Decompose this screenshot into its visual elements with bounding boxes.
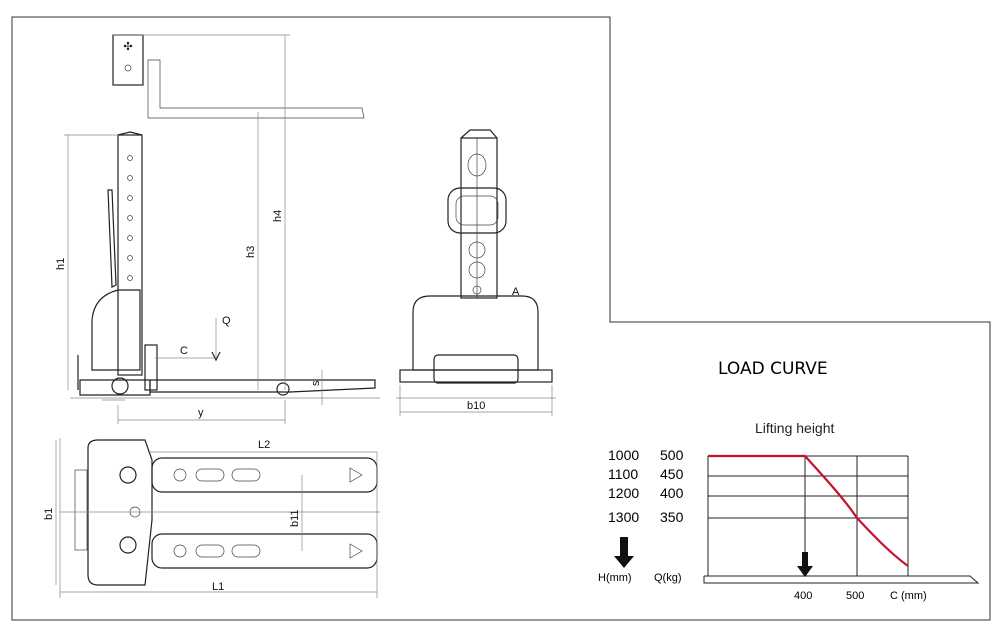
dim-s: s	[310, 380, 322, 386]
dim-h1: h1	[55, 258, 67, 270]
h-axis-label: H(mm)	[598, 572, 632, 584]
top-view: L2 L1 b1 b11	[43, 438, 380, 598]
drive-wheel	[111, 377, 129, 395]
label-a: A	[512, 286, 520, 298]
height-label-1300: 1300	[608, 509, 639, 525]
x-axis-label: C (mm)	[890, 590, 927, 602]
dim-q: Q	[222, 315, 231, 327]
tiller-handle	[107, 189, 117, 288]
drive-wheel-top	[119, 536, 137, 554]
load-label-350: 350	[660, 509, 684, 525]
raised-fork	[147, 59, 365, 119]
side-view: ✣ h1 h3 h4	[55, 34, 380, 424]
front-mast	[460, 137, 498, 299]
top-body	[87, 439, 153, 586]
x-axis	[703, 575, 980, 584]
dim-b11: b11	[289, 509, 301, 527]
q-axis-label: Q(kg)	[654, 572, 682, 584]
c-arrow-icon	[797, 552, 813, 577]
load-curve-title: LOAD CURVE	[718, 359, 828, 379]
height-label-1000: 1000	[608, 447, 639, 463]
load-label-450: 450	[660, 466, 684, 482]
mast	[117, 134, 143, 376]
load-label-500: 500	[660, 447, 684, 463]
dim-h4: h4	[272, 210, 284, 222]
dim-b1: b1	[43, 508, 55, 520]
dim-h3: h3	[245, 246, 257, 258]
fork	[149, 379, 376, 393]
load-curve-line	[708, 454, 909, 567]
height-label-1100: 1100	[608, 466, 638, 482]
load-wheel	[276, 382, 290, 396]
drawing-frame	[11, 16, 991, 621]
front-body	[412, 295, 539, 371]
dim-y: y	[198, 407, 204, 419]
svg-text:✣: ✣	[123, 41, 132, 53]
down-arrow-icon	[614, 537, 634, 568]
load-label-400: 400	[660, 485, 684, 501]
x-tick-400: 400	[794, 590, 812, 602]
dim-c: C	[180, 345, 188, 357]
load-curve-subtitle: Lifting height	[755, 420, 835, 436]
front-base	[399, 369, 553, 383]
dim-l2: L2	[258, 439, 270, 451]
x-tick-500: 500	[846, 590, 864, 602]
drive-body	[91, 289, 141, 371]
dim-b10: b10	[467, 400, 485, 412]
height-label-1200: 1200	[608, 485, 639, 501]
load-curve: LOAD CURVE Lifting height 1000 1100 1200…	[598, 359, 980, 602]
front-view: A b10	[396, 129, 556, 416]
dim-l1: L1	[212, 581, 224, 593]
mast-holes	[127, 155, 133, 281]
